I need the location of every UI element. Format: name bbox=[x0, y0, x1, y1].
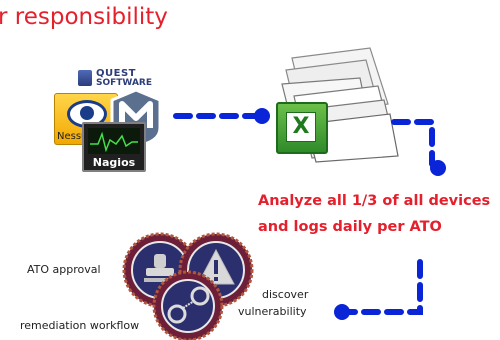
analysis-line-2: and logs daily per ATO bbox=[258, 219, 442, 235]
paper-stack-icon bbox=[281, 47, 399, 163]
nagios-monitor-icon bbox=[88, 128, 140, 154]
stamp-icon bbox=[144, 254, 176, 282]
handcuffs-icon bbox=[167, 286, 210, 324]
warning-icon bbox=[197, 248, 235, 285]
badge-cluster bbox=[122, 232, 254, 340]
remediation-workflow-label: remediation workflow bbox=[20, 319, 140, 332]
ato-approval-label: ATO approval bbox=[27, 263, 101, 276]
vulnerability-label: vulnerability bbox=[238, 305, 307, 318]
flow-arrow-tools-to-excel bbox=[173, 108, 270, 124]
discover-label: discover bbox=[262, 288, 309, 301]
flow-arrow-papers-to-analysis bbox=[391, 119, 446, 176]
excel-icon: X bbox=[276, 102, 328, 154]
quest-mark-icon bbox=[78, 70, 92, 86]
flow-arrow-analysis-to-discover bbox=[334, 259, 423, 320]
slide-title: r responsibility bbox=[0, 4, 168, 30]
analysis-description: Analyze all 1/3 of all devices and logs … bbox=[258, 188, 490, 240]
quest-software-logo: QUEST SOFTWARE bbox=[78, 68, 174, 90]
handcuffs-badge bbox=[152, 270, 224, 340]
nagios-logo: Nagios bbox=[82, 122, 146, 172]
analysis-line-1: Analyze all 1/3 of all devices bbox=[258, 193, 491, 209]
